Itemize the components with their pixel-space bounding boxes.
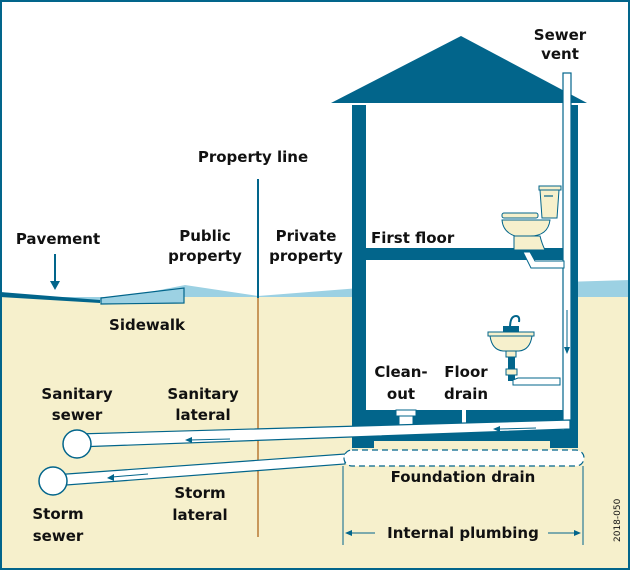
flow-arrow-house xyxy=(497,427,537,430)
label-sewer-vent-1: Sewer xyxy=(534,26,587,44)
label-sanitary-sewer-1: Sanitary xyxy=(41,385,112,403)
floor-slab xyxy=(366,248,564,260)
left-wall xyxy=(352,105,366,445)
label-internal-plumbing: Internal plumbing xyxy=(387,524,539,542)
label-cleanout-1: Clean- xyxy=(374,363,427,381)
toilet-icon xyxy=(501,185,562,251)
sidewalk xyxy=(100,287,185,305)
sanitary-sewer-main xyxy=(62,429,92,459)
label-foundation-drain: Foundation drain xyxy=(391,468,536,486)
label-sanitary-sewer-2: sewer xyxy=(52,406,103,424)
label-private-property-2: property xyxy=(269,247,343,265)
label-property-line: Property line xyxy=(198,148,308,166)
label-floor-drain-1: Floor xyxy=(444,363,488,381)
label-sewer-vent-2: vent xyxy=(541,45,579,63)
floor-drain-icon xyxy=(462,410,466,428)
label-floor-drain-2: drain xyxy=(444,385,488,403)
label-cleanout-2: out xyxy=(387,385,415,403)
label-storm-lateral-1: Storm xyxy=(174,484,225,502)
label-private-property-1: Private xyxy=(276,227,337,245)
roof xyxy=(331,36,587,103)
flow-arrow-sanitary xyxy=(189,438,231,441)
pavement-arrow-head xyxy=(50,281,60,290)
label-first-floor: First floor xyxy=(371,229,455,247)
label-storm-sewer-2: sewer xyxy=(33,527,84,545)
label-sidewalk: Sidewalk xyxy=(109,316,186,334)
label-public-property-1: Public xyxy=(179,227,231,245)
label-public-property-2: property xyxy=(168,247,242,265)
storm-sewer-main xyxy=(38,466,68,496)
sewer-vent-stack xyxy=(562,72,572,424)
label-storm-sewer-1: Storm xyxy=(32,505,83,523)
foundation-drain xyxy=(343,449,585,467)
dim-arrow-right-head xyxy=(574,530,581,536)
label-sanitary-lateral-1: Sanitary xyxy=(167,385,238,403)
flow-arrow-storm xyxy=(111,473,149,478)
flow-arrow-sanitary-head xyxy=(185,437,192,443)
sink-drain-pipe xyxy=(512,377,561,386)
pavement xyxy=(0,292,100,303)
label-sanitary-lateral-2: lateral xyxy=(175,406,230,424)
toilet-drain-pipe xyxy=(522,251,565,269)
flow-arrow-house-head xyxy=(493,426,500,432)
label-pavement: Pavement xyxy=(16,230,100,248)
figure-code: 2018-050 xyxy=(613,498,623,542)
dim-arrow-left-head xyxy=(345,530,352,536)
label-storm-lateral-2: lateral xyxy=(172,506,227,524)
sink-icon xyxy=(487,314,535,381)
flow-arrow-stack-head xyxy=(564,347,570,354)
flow-arrow-storm-head xyxy=(107,474,114,481)
